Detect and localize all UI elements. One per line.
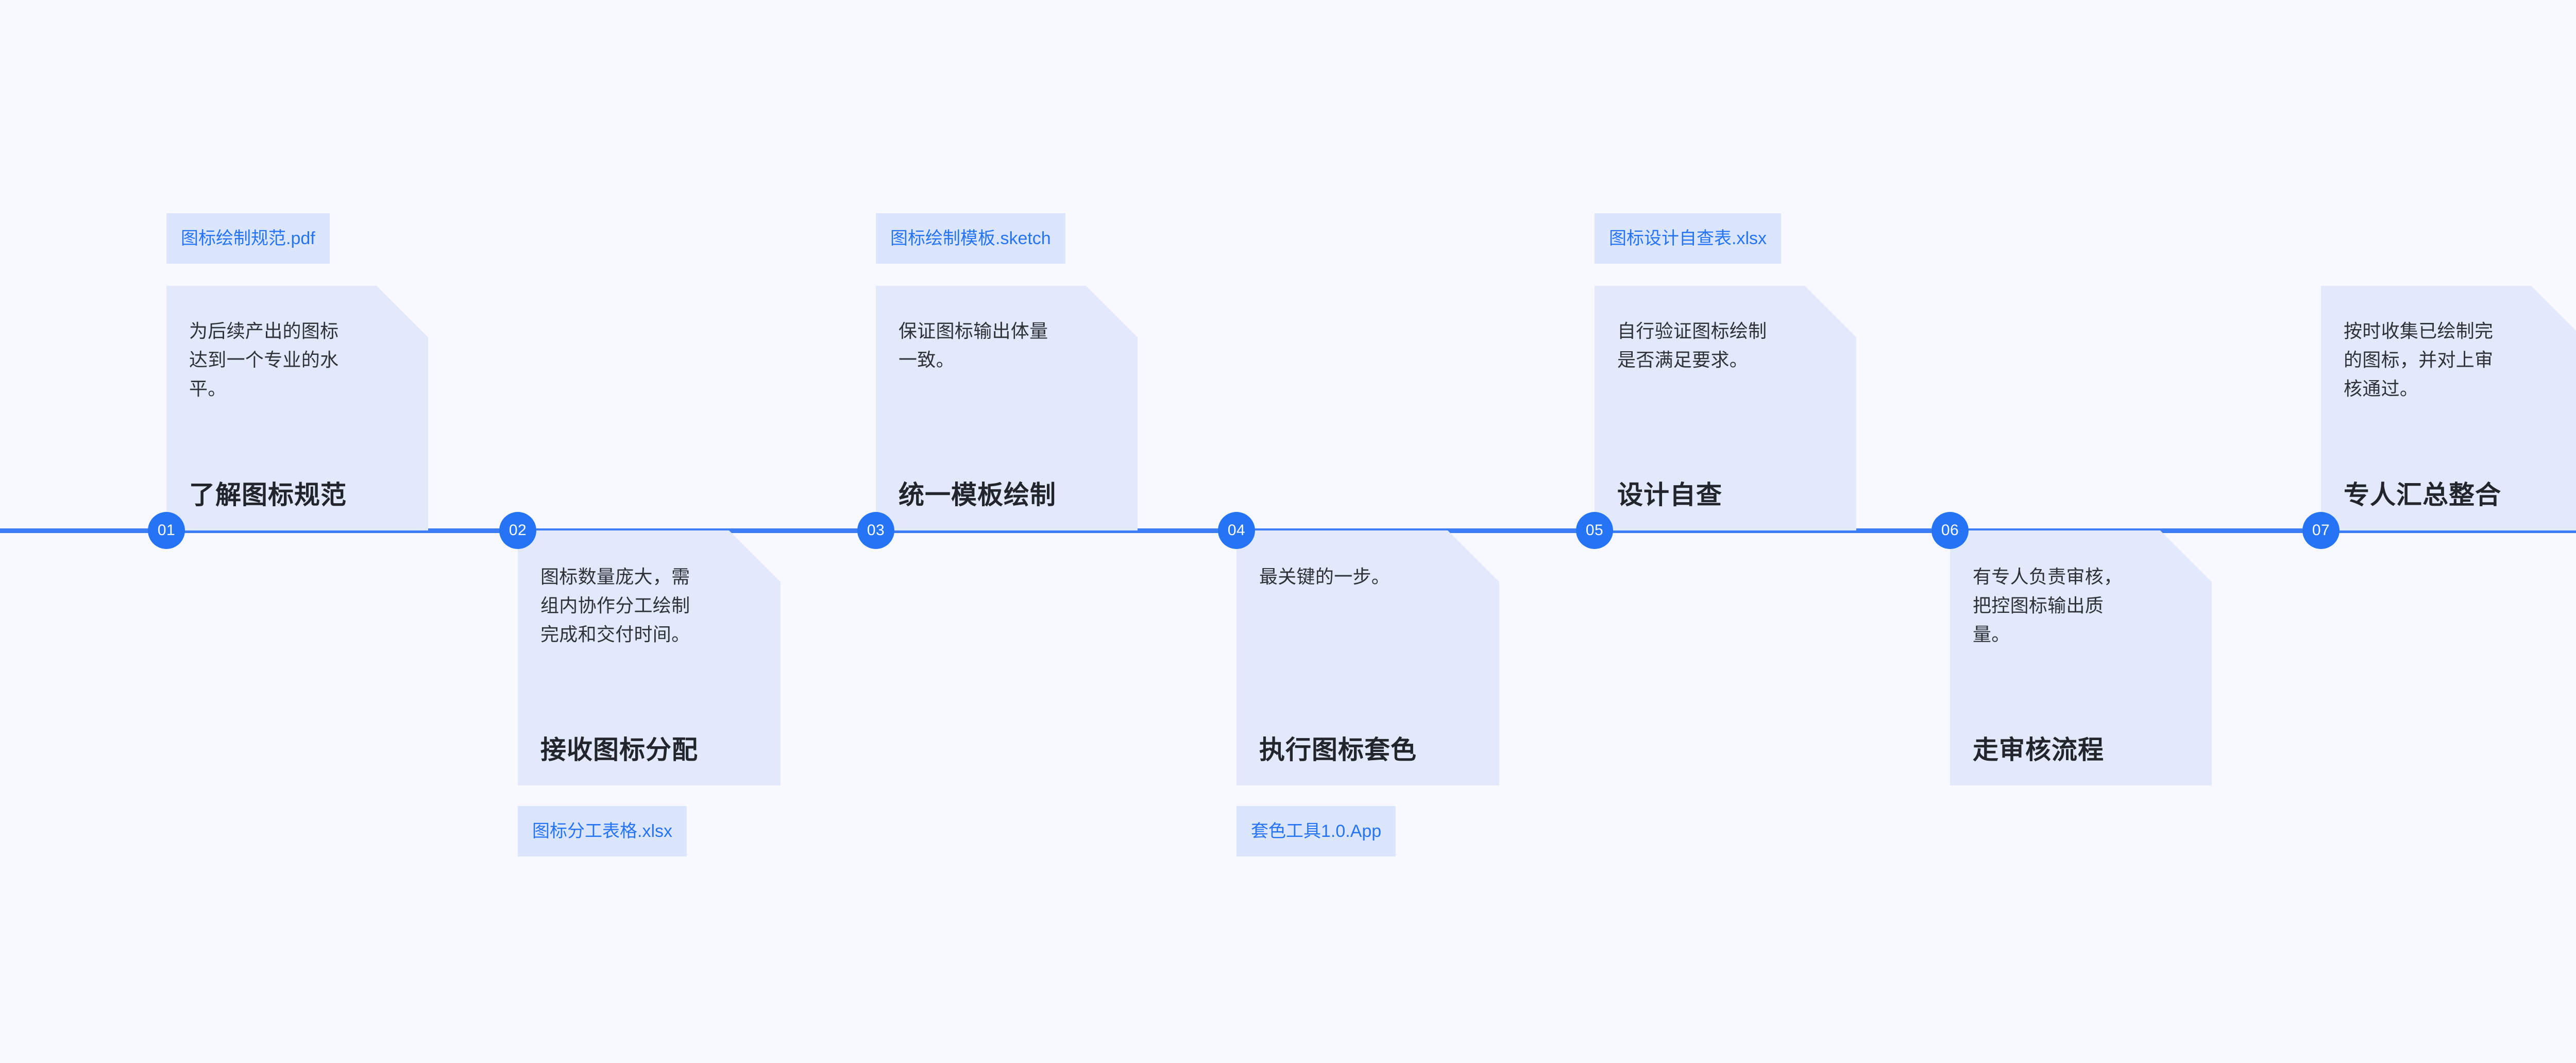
- file-attachment[interactable]: 图标绘制规范.pdf: [166, 213, 428, 264]
- step-title: 执行图标套色: [1259, 735, 1417, 764]
- timeline-step: 图标绘制模板.sketch 保证图标输出体量 一致。统一模板绘制: [876, 213, 1138, 530]
- step-title: 专人汇总整合: [2344, 481, 2501, 509]
- step-description: 为后续产出的图标 达到一个专业的水 平。: [189, 320, 339, 399]
- step-description: 有专人负责审核， 把控图标输出质 量。: [1973, 566, 2123, 645]
- step-card[interactable]: 最关键的一步。执行图标套色: [1236, 530, 1499, 785]
- step-title: 了解图标规范: [189, 481, 347, 509]
- file-attachment-label[interactable]: 图标设计自查表.xlsx: [1595, 213, 1781, 264]
- step-card[interactable]: 保证图标输出体量 一致。统一模板绘制: [876, 286, 1138, 530]
- step-description: 自行验证图标绘制 是否满足要求。: [1617, 320, 1767, 370]
- step-title: 接收图标分配: [540, 735, 698, 764]
- file-attachment[interactable]: 图标设计自查表.xlsx: [1595, 213, 1856, 264]
- file-attachment-label[interactable]: 图标绘制模板.sketch: [876, 213, 1065, 264]
- timeline-step: 图标数量庞大，需 组内协作分工绘制 完成和交付时间。接收图标分配图标分工表格.x…: [518, 530, 781, 856]
- file-attachment-label[interactable]: 图标绘制规范.pdf: [166, 213, 330, 264]
- timeline-node-marker[interactable]: 03: [857, 512, 894, 549]
- step-card[interactable]: 为后续产出的图标 达到一个专业的水 平。了解图标规范: [166, 286, 428, 530]
- step-description: 保证图标输出体量 一致。: [899, 320, 1048, 370]
- timeline-step: 图标绘制规范.pdf 为后续产出的图标 达到一个专业的水 平。了解图标规范: [166, 213, 428, 530]
- file-attachment[interactable]: 图标分工表格.xlsx: [518, 806, 781, 856]
- step-title: 走审核流程: [1973, 735, 2104, 764]
- step-card[interactable]: 有专人负责审核， 把控图标输出质 量。走审核流程: [1950, 530, 2212, 785]
- timeline-node-marker[interactable]: 02: [499, 512, 536, 549]
- timeline-node-marker[interactable]: 05: [1576, 512, 1613, 549]
- step-title: 统一模板绘制: [899, 481, 1056, 509]
- timeline-step: 最关键的一步。执行图标套色套色工具1.0.App: [1236, 530, 1499, 856]
- file-attachment[interactable]: 套色工具1.0.App: [1236, 806, 1499, 856]
- timeline-step: 有专人负责审核， 把控图标输出质 量。走审核流程: [1950, 530, 2212, 785]
- step-card[interactable]: 按时收集已绘制完 的图标，并对上审 核通过。专人汇总整合: [2321, 286, 2576, 530]
- step-card[interactable]: 图标数量庞大，需 组内协作分工绘制 完成和交付时间。接收图标分配: [518, 530, 781, 785]
- file-attachment-label[interactable]: 套色工具1.0.App: [1236, 806, 1396, 856]
- step-description: 最关键的一步。: [1259, 566, 1391, 587]
- step-title: 设计自查: [1617, 481, 1722, 509]
- timeline-node-marker[interactable]: 01: [148, 512, 185, 549]
- timeline-node-marker[interactable]: 06: [1931, 512, 1969, 549]
- timeline-node-marker[interactable]: 07: [2302, 512, 2340, 549]
- step-description: 按时收集已绘制完 的图标，并对上审 核通过。: [2344, 320, 2494, 399]
- step-description: 图标数量庞大，需 组内协作分工绘制 完成和交付时间。: [540, 566, 690, 645]
- file-attachment-label[interactable]: 图标分工表格.xlsx: [518, 806, 687, 856]
- timeline-step: 按时收集已绘制完 的图标，并对上审 核通过。专人汇总整合: [2321, 286, 2576, 530]
- timeline-node-marker[interactable]: 04: [1218, 512, 1255, 549]
- file-attachment[interactable]: 图标绘制模板.sketch: [876, 213, 1138, 264]
- step-card[interactable]: 自行验证图标绘制 是否满足要求。设计自查: [1595, 286, 1856, 530]
- timeline-step: 图标设计自查表.xlsx 自行验证图标绘制 是否满足要求。设计自查: [1595, 213, 1856, 530]
